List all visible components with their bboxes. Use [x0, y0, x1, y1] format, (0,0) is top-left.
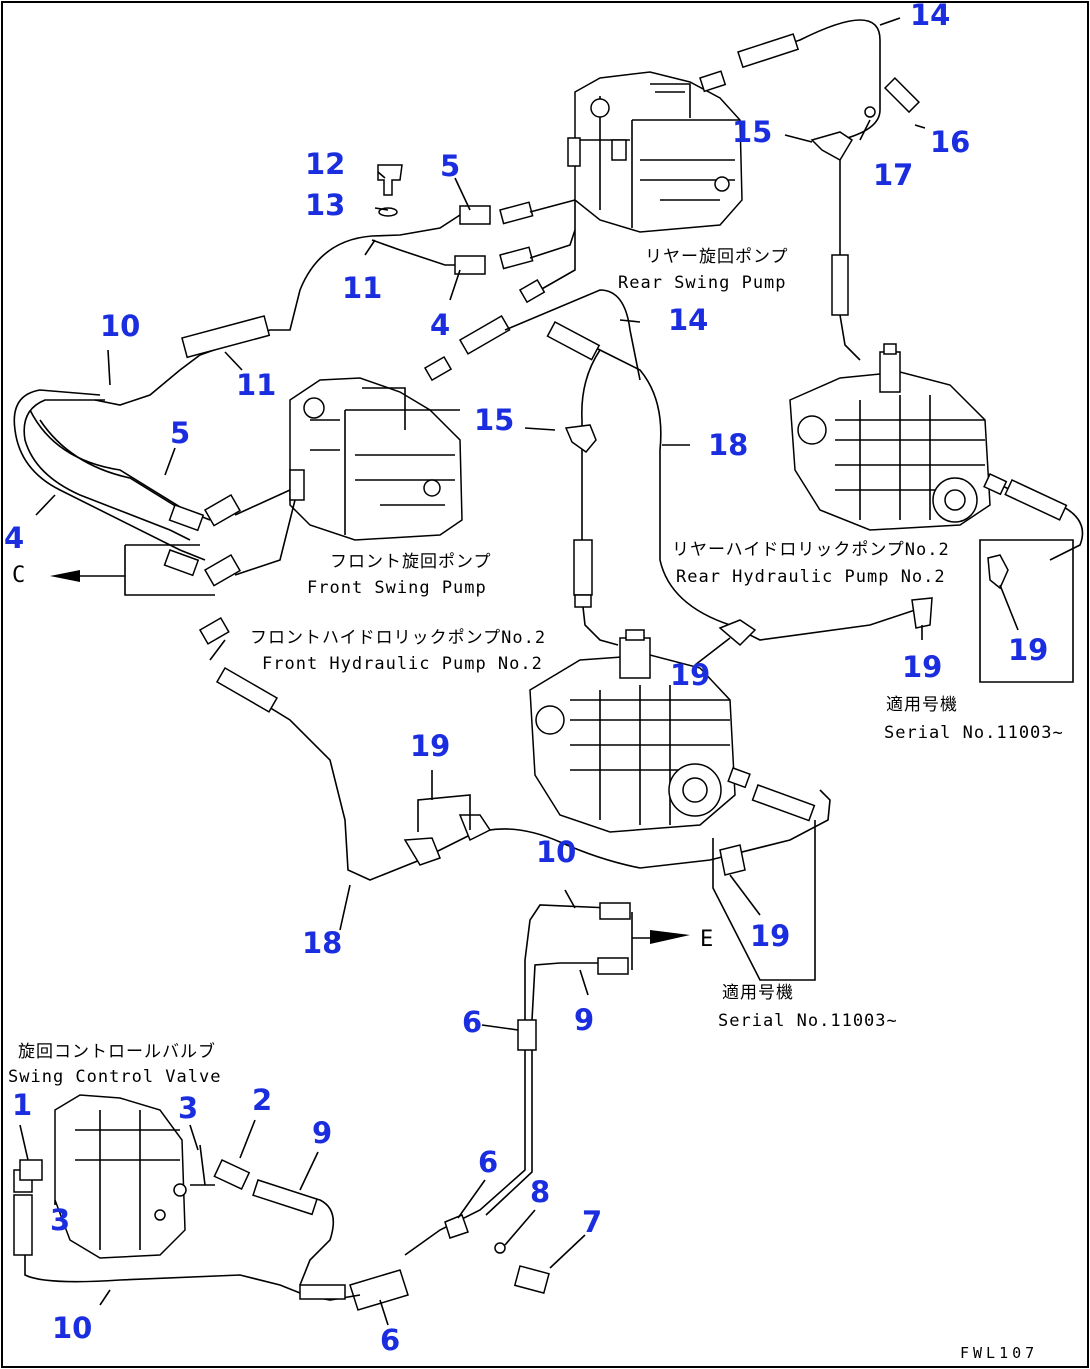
- rear-swing-pump: [567, 71, 743, 233]
- drawing-code: FWL107: [960, 1344, 1038, 1362]
- caption-front-swing-pump-jp: フロント旋回ポンプ: [330, 552, 492, 572]
- callout-1: 1: [12, 1088, 32, 1122]
- swing-control-valve: [54, 1094, 187, 1259]
- caption-rear-swing-pump-en: Rear Swing Pump: [618, 273, 787, 293]
- leader-lines: [19, 17, 1019, 1326]
- callout-6: 6: [462, 1005, 482, 1039]
- callout-9: 9: [312, 1116, 332, 1150]
- reference-e: E: [700, 927, 714, 952]
- callout-19: 19: [750, 919, 790, 953]
- caption-rear-hyd-pump-jp: リヤーハイドロリックポンプNo.2: [672, 540, 950, 560]
- caption-front-swing-pump-en: Front Swing Pump: [307, 578, 487, 598]
- callout-18: 18: [708, 428, 748, 462]
- caption-front-hyd-pump-jp: フロントハイドロリックポンプNo.2: [250, 628, 546, 648]
- caption-serial: Serial No.11003~: [718, 1011, 898, 1031]
- caption-serial: Serial No.11003~: [884, 723, 1064, 743]
- callout-3: 3: [178, 1091, 198, 1125]
- caption-rear-swing-pump-jp: リヤー旋回ポンプ: [645, 247, 789, 267]
- caption-swing-valve-en: Swing Control Valve: [8, 1067, 221, 1087]
- callout-5: 5: [440, 149, 460, 183]
- callout-19: 19: [670, 658, 710, 692]
- caption-applicable-jp: 適用号機: [722, 983, 794, 1003]
- callout-4: 4: [4, 521, 24, 555]
- callout-9: 9: [574, 1003, 594, 1037]
- callout-11: 11: [236, 368, 276, 402]
- callout-19: 19: [902, 650, 942, 684]
- callout-15: 15: [732, 115, 772, 149]
- callout-16: 16: [930, 125, 970, 159]
- callout-12: 12: [305, 147, 345, 181]
- callout-3: 3: [50, 1203, 70, 1237]
- caption-front-hyd-pump-en: Front Hydraulic Pump No.2: [262, 654, 543, 674]
- front-swing-pump: [289, 377, 463, 541]
- reference-c: C: [12, 563, 26, 588]
- callout-13: 13: [305, 188, 345, 222]
- callout-19: 19: [410, 729, 450, 763]
- rear-hydraulic-pump-no2: [789, 343, 991, 531]
- callout-5: 5: [170, 416, 190, 450]
- callout-10: 10: [536, 835, 576, 869]
- callout-6: 6: [380, 1323, 400, 1357]
- hoses: [13, 19, 1084, 1311]
- callout-2: 2: [252, 1083, 272, 1117]
- callout-10: 10: [52, 1311, 92, 1345]
- callout-19: 19: [1008, 633, 1048, 667]
- callout-6: 6: [478, 1145, 498, 1179]
- callout-11: 10: [100, 309, 140, 343]
- callout-11: 11: [342, 271, 382, 305]
- callout-7: 7: [582, 1205, 602, 1239]
- callout-14: 14: [910, 0, 950, 32]
- callout-17: 17: [873, 158, 913, 192]
- caption-applicable-jp: 適用号機: [886, 695, 958, 715]
- callout-8: 8: [530, 1175, 550, 1209]
- callout-4: 4: [430, 308, 450, 342]
- callout-15: 15: [474, 403, 514, 437]
- caption-rear-hyd-pump-en: Rear Hydraulic Pump No.2: [676, 567, 946, 587]
- front-hydraulic-pump-no2: [529, 629, 736, 833]
- callout-14: 14: [668, 303, 708, 337]
- callout-18: 18: [302, 926, 342, 960]
- caption-swing-valve-jp: 旋回コントロールバルブ: [18, 1041, 216, 1062]
